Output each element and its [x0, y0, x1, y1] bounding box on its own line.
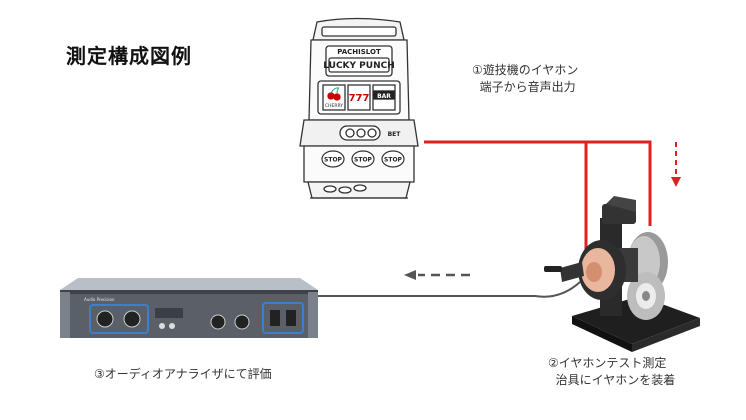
reel-2-label: 777	[349, 93, 370, 104]
reel-3-label: BAR	[377, 93, 391, 100]
slot-name-text: LUCKY PUNCH	[323, 61, 395, 71]
analyzer-brand-text: Audio Precision	[84, 297, 115, 302]
stop-button-3-label: STOP	[384, 157, 403, 164]
stop-button-2-label: STOP	[354, 157, 373, 164]
slot-brand-text: PACHISLOT	[337, 48, 381, 56]
slot-machine	[299, 17, 419, 199]
step1-label: ①遊技機のイヤホン 端子から音声出力	[472, 63, 579, 94]
bet-label: BET	[388, 131, 402, 138]
signal-direction-arrow	[671, 142, 681, 187]
step2-label: ②イヤホンテスト測定 治具にイヤホンを装着	[548, 356, 676, 387]
stop-button-1-label: STOP	[324, 157, 343, 164]
cable-direction-arrow	[404, 270, 470, 280]
analyzer-cable	[316, 281, 581, 298]
earphone-test-fixture	[544, 196, 700, 352]
page-title: 測定構成図例	[66, 44, 192, 68]
signal-lines	[424, 140, 652, 258]
stop-buttons	[321, 150, 405, 168]
audio-analyzer	[60, 278, 318, 338]
step3-label: ③オーディオアナライザにて評価	[94, 367, 272, 381]
reel-1-label: CHERRY	[325, 103, 343, 109]
